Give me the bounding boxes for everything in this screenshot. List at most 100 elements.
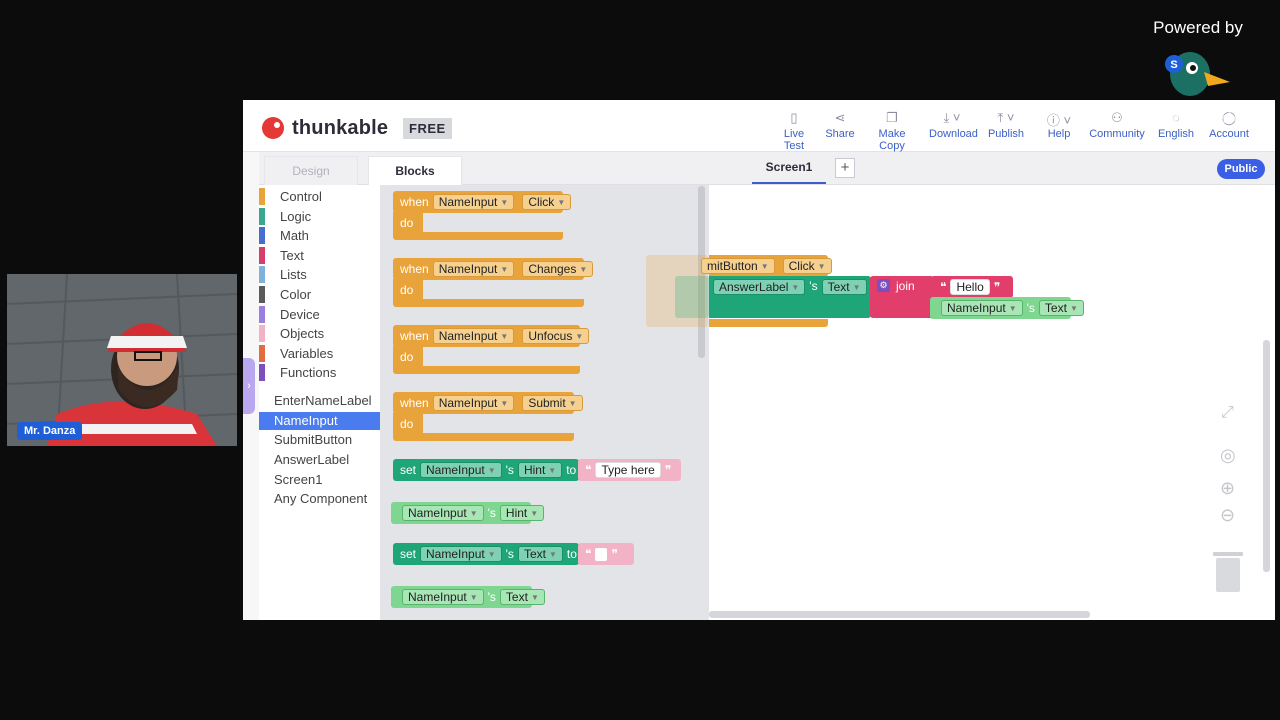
fullscreen-icon[interactable]: ⤢ <box>1221 404 1234 421</box>
component-dropdown[interactable]: NameInput▼ <box>420 462 502 478</box>
category-color-bar <box>259 227 265 244</box>
tab-screen1[interactable]: Screen1 <box>752 160 826 184</box>
download-icon: ⤓ ˅ <box>943 110 961 125</box>
property-dropdown[interactable]: Text▼ <box>821 279 867 295</box>
component-dropdown[interactable]: NameInput▼ <box>432 328 515 344</box>
get-hint-block[interactable]: NameInput▼ 's Hint▼ <box>391 502 545 524</box>
property-dropdown[interactable]: Hint▼ <box>517 462 563 478</box>
event-dropdown[interactable]: Submit▼ <box>522 395 583 411</box>
component-dropdown[interactable]: NameInput▼ <box>402 589 484 605</box>
dropdown-value: Text <box>1044 301 1067 315</box>
component-dropdown[interactable]: mitButton▼ <box>701 258 775 274</box>
component-screen1[interactable]: Screen1 <box>274 472 323 487</box>
category-control[interactable]: Control <box>259 187 380 206</box>
empty-text-literal-block[interactable]: ❝ ❞ <box>578 543 634 565</box>
component-enternamelabel[interactable]: EnterNameLabel <box>274 393 372 408</box>
category-math[interactable]: Math <box>259 226 380 245</box>
component-dropdown[interactable]: NameInput▼ <box>432 194 515 210</box>
component-dropdown[interactable]: NameInput▼ <box>432 395 515 411</box>
component-any-component[interactable]: Any Component <box>274 491 368 506</box>
workspace-vertical-scrollbar[interactable] <box>1263 340 1270 572</box>
component-dropdown[interactable]: NameInput▼ <box>941 300 1023 316</box>
get-nameinput-text-block[interactable]: NameInput▼ 's Text▼ <box>930 297 1084 319</box>
collapse-panel-handle[interactable]: › <box>243 358 255 414</box>
zoom-in-icon[interactable]: ⊕ <box>1220 478 1236 498</box>
event-block-submit[interactable]: when NameInput▼ Submit▼ <box>393 392 583 414</box>
category-device[interactable]: Device <box>259 305 380 324</box>
text-value[interactable]: Type here <box>595 462 661 478</box>
event-dropdown[interactable]: Click▼ <box>782 258 832 274</box>
category-lists[interactable]: Lists <box>259 265 380 284</box>
trash-icon[interactable] <box>1213 550 1243 594</box>
hello-text-block[interactable]: ❝ Hello ❞ <box>933 276 1013 298</box>
event-dropdown[interactable]: Unfocus▼ <box>522 328 590 344</box>
component-nameinput[interactable]: NameInput <box>259 412 380 430</box>
set-text-block[interactable]: set NameInput▼ 's Text▼ to <box>393 543 579 565</box>
join-block[interactable]: ⚙ join <box>870 276 934 318</box>
text-literal-block[interactable]: ❝ Type here ❞ <box>578 459 681 481</box>
category-color[interactable]: Color <box>259 285 380 304</box>
nav-publish[interactable]: ⤒ ˅ Publish <box>987 110 1025 140</box>
tab-blocks[interactable]: Blocks <box>368 156 462 185</box>
property-dropdown[interactable]: Text▼ <box>499 589 545 605</box>
component-dropdown[interactable]: NameInput▼ <box>402 505 484 521</box>
event-block-foot <box>393 299 584 307</box>
category-variables[interactable]: Variables <box>259 344 380 363</box>
component-dropdown[interactable]: NameInput▼ <box>432 261 515 277</box>
nav-label: Share <box>825 128 855 140</box>
dropdown-value: Text <box>505 590 528 604</box>
category-label: Lists <box>280 267 307 282</box>
workspace-horizontal-scrollbar[interactable] <box>709 611 1090 618</box>
tab-design[interactable]: Design <box>264 156 358 185</box>
component-dropdown[interactable]: AnswerLabel▼ <box>713 279 806 295</box>
category-functions[interactable]: Functions <box>259 363 380 382</box>
dropdown-value: Hint <box>523 463 546 477</box>
event-block-changes[interactable]: when NameInput▼ Changes▼ <box>393 258 594 280</box>
category-logic[interactable]: Logic <box>259 207 380 226</box>
nav-help[interactable]: ⓘ ˅ Help <box>1043 110 1075 140</box>
block-keyword: do <box>400 417 414 431</box>
property-dropdown[interactable]: Text▼ <box>517 546 563 562</box>
thunkable-app-window: thunkable FREE ▯ Live Test ⋖ Share ❐ Mak… <box>243 100 1275 620</box>
event-dropdown[interactable]: Changes▼ <box>522 261 594 277</box>
nav-make-copy[interactable]: ❐ Make Copy <box>865 110 919 152</box>
nav-live-test[interactable]: ▯ Live Test <box>773 110 815 152</box>
set-hint-block[interactable]: set NameInput▼ 's Hint▼ to <box>393 459 579 481</box>
nav-english[interactable]: ◌ English <box>1155 110 1197 140</box>
recenter-icon[interactable]: ◎ <box>1220 445 1236 465</box>
dropdown-value: NameInput <box>438 195 498 209</box>
nav-community[interactable]: ⚇ Community <box>1089 110 1145 140</box>
nav-label: Publish <box>987 128 1025 140</box>
presenter-video-icon <box>7 274 237 446</box>
event-dropdown[interactable]: Click▼ <box>522 194 572 210</box>
add-screen-button[interactable]: + <box>835 158 855 178</box>
nav-download[interactable]: ⤓ ˅ Download <box>929 110 978 140</box>
component-dropdown[interactable]: NameInput▼ <box>420 546 502 562</box>
category-text[interactable]: Text <box>259 246 380 265</box>
component-submitbutton[interactable]: SubmitButton <box>274 432 353 447</box>
event-block-unfocus[interactable]: when NameInput▼ Unfocus▼ <box>393 325 590 347</box>
dropdown-value: NameInput <box>408 506 467 520</box>
event-do-slot: do <box>393 346 423 368</box>
nav-share[interactable]: ⋖ Share <box>825 110 855 140</box>
public-button[interactable]: Public <box>1217 159 1265 179</box>
gear-icon[interactable]: ⚙ <box>877 279 890 292</box>
property-dropdown[interactable]: Text▼ <box>1038 300 1084 316</box>
dropdown-value: Text <box>827 280 850 294</box>
dropdown-value: Click <box>528 195 555 209</box>
block-keyword: 's <box>505 463 514 477</box>
category-objects[interactable]: Objects <box>259 324 380 343</box>
publish-icon: ⤒ ˅ <box>997 110 1015 125</box>
workspace-event-block[interactable]: mitButton▼ Click▼ <box>701 255 832 277</box>
property-dropdown[interactable]: Hint▼ <box>499 505 545 521</box>
get-text-block[interactable]: NameInput▼ 's Text▼ <box>391 586 545 608</box>
empty-text-slot[interactable] <box>595 547 608 561</box>
zoom-out-icon[interactable]: ⊖ <box>1220 505 1236 525</box>
nav-account[interactable]: ◯ Account <box>1207 110 1251 140</box>
event-block-click[interactable]: when NameInput▼ Click▼ <box>393 191 572 213</box>
text-value[interactable]: Hello <box>950 279 990 295</box>
block-keyword: 's <box>1026 301 1035 315</box>
component-answerlabel[interactable]: AnswerLabel <box>274 452 350 467</box>
workspace-set-block[interactable]: AnswerLabel▼ 's Text▼ to <box>709 276 881 318</box>
